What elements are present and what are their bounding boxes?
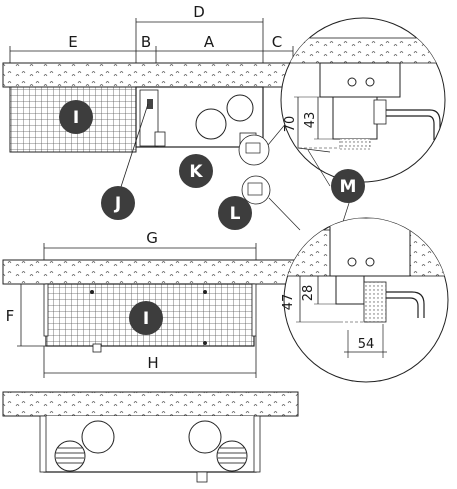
callout-j: J	[114, 194, 121, 214]
top-view: D E B A C I J K L	[2, 3, 301, 231]
bottom-fan-left	[54, 440, 86, 472]
bottom-view	[2, 391, 299, 483]
bottom-fan-right	[216, 440, 248, 472]
callout-k-marker	[179, 154, 213, 188]
callout-m-marker	[331, 169, 365, 203]
mid-concrete-slab	[2, 259, 299, 285]
top-duct-circle-left	[195, 108, 227, 140]
detail-k-part	[245, 142, 261, 154]
mid-screw-1	[90, 290, 94, 294]
mid-screw-2	[203, 290, 207, 294]
callout-j-marker	[101, 186, 135, 220]
callout-l-marker	[218, 196, 252, 230]
callout-l: L	[230, 204, 241, 224]
mid-grille-right-edge	[251, 283, 257, 337]
callout-i-top-marker	[59, 100, 93, 134]
dim-70: 70	[283, 116, 298, 133]
middle-view: G F H I	[2, 229, 299, 378]
callout-j-leader	[117, 103, 149, 197]
top-housing-bracket	[139, 89, 159, 147]
top-dimension-lines	[9, 18, 294, 63]
bottom-fan-left-slats	[56, 447, 84, 464]
dim-b: B	[141, 33, 151, 51]
dim-54: 54	[358, 337, 375, 352]
dim-28: 28	[301, 285, 316, 302]
bottom-housing-right	[253, 415, 261, 473]
callout-i-mid-marker	[129, 301, 163, 335]
top-duct-circle-right	[226, 94, 254, 122]
dim-g: G	[146, 229, 158, 247]
dim-a: A	[204, 33, 215, 51]
bottom-duct-circle-1	[81, 420, 115, 454]
detail-l-part	[247, 182, 263, 196]
dim-e: E	[68, 33, 77, 51]
mid-grille-left-edge	[43, 283, 49, 337]
dim-d: D	[193, 3, 205, 21]
callout-i-mid: I	[143, 309, 149, 329]
callout-k: K	[189, 162, 203, 182]
detail-zoom-top: 70 43	[280, 17, 446, 183]
dim-h: H	[147, 354, 158, 372]
detail-l-leader	[268, 197, 301, 231]
mid-dimension-lines	[17, 243, 257, 378]
dim-47: 47	[281, 294, 296, 311]
mid-screw-3	[203, 341, 207, 345]
dim-c: C	[272, 33, 282, 51]
dim-f: F	[6, 307, 15, 325]
callout-m: M	[340, 177, 357, 197]
bottom-fan-right-slats	[218, 447, 246, 464]
bottom-duct-circle-2	[188, 420, 222, 454]
bottom-housing-left	[39, 415, 47, 473]
mid-bottom-fitting	[92, 343, 102, 353]
top-valve	[147, 99, 153, 109]
bottom-outlet-fitting	[196, 471, 208, 483]
dim-43: 43	[303, 112, 318, 129]
top-concrete-slab	[2, 62, 294, 88]
callout-i-top: I	[73, 108, 79, 128]
detail-zoom-bottom: 47 28 54	[281, 217, 449, 383]
top-small-box	[154, 131, 166, 147]
bottom-concrete-slab	[2, 391, 299, 417]
